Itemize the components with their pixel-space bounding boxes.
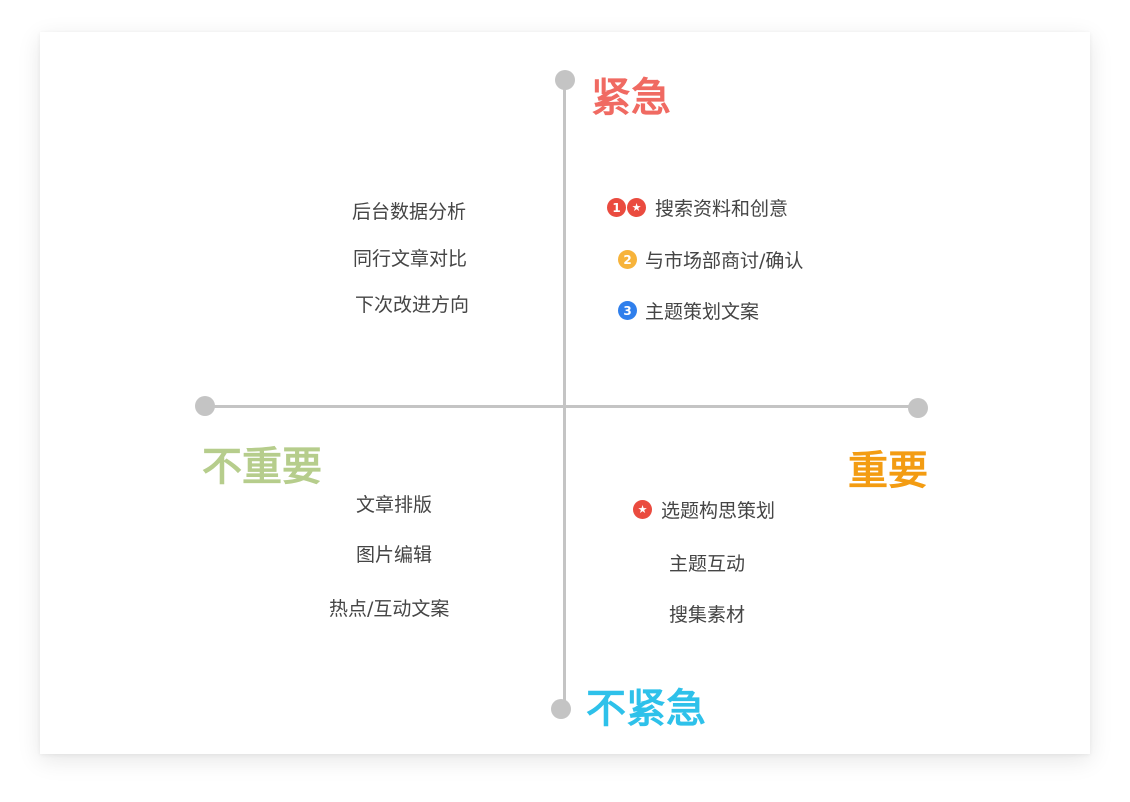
axis-endpoint-left [195,396,215,416]
list-item-label: 搜索资料和创意 [655,198,789,220]
list-item: 2 与市场部商讨/确认 [618,246,803,273]
axis-endpoint-bottom [551,699,571,719]
number-two-badge-icon: 2 [618,250,637,269]
horizontal-axis [205,405,918,408]
label-not-urgent: 不紧急 [586,686,706,732]
list-item-label: 与市场部商讨/确认 [645,250,804,272]
list-item: 热点/互动文案 [329,598,450,620]
list-item-label: 选题构思策划 [661,500,776,522]
list-item: 主题互动 [669,553,746,575]
star-badge-icon: ★ [633,500,652,519]
list-item-label: 主题策划文案 [645,301,760,323]
list-item: 文章排版 [356,494,433,516]
list-item: 3 主题策划文案 [618,297,759,324]
label-urgent: 紧急 [591,75,671,121]
list-item: 同行文章对比 [353,248,468,270]
list-item: 1 ★ 搜索资料和创意 [607,194,788,221]
list-item: 搜集素材 [669,604,746,626]
label-not-important: 不重要 [202,444,322,490]
axis-endpoint-top [555,70,575,90]
list-item: 下次改进方向 [355,294,470,316]
list-item: 图片编辑 [356,544,433,566]
star-badge-icon: ★ [627,198,646,217]
number-one-badge-icon: 1 [607,198,626,217]
list-item: 后台数据分析 [352,201,467,223]
axis-endpoint-right [908,398,928,418]
number-three-badge-icon: 3 [618,301,637,320]
label-important: 重要 [848,448,928,494]
vertical-axis [563,80,566,710]
list-item: ★ 选题构思策划 [633,496,775,523]
